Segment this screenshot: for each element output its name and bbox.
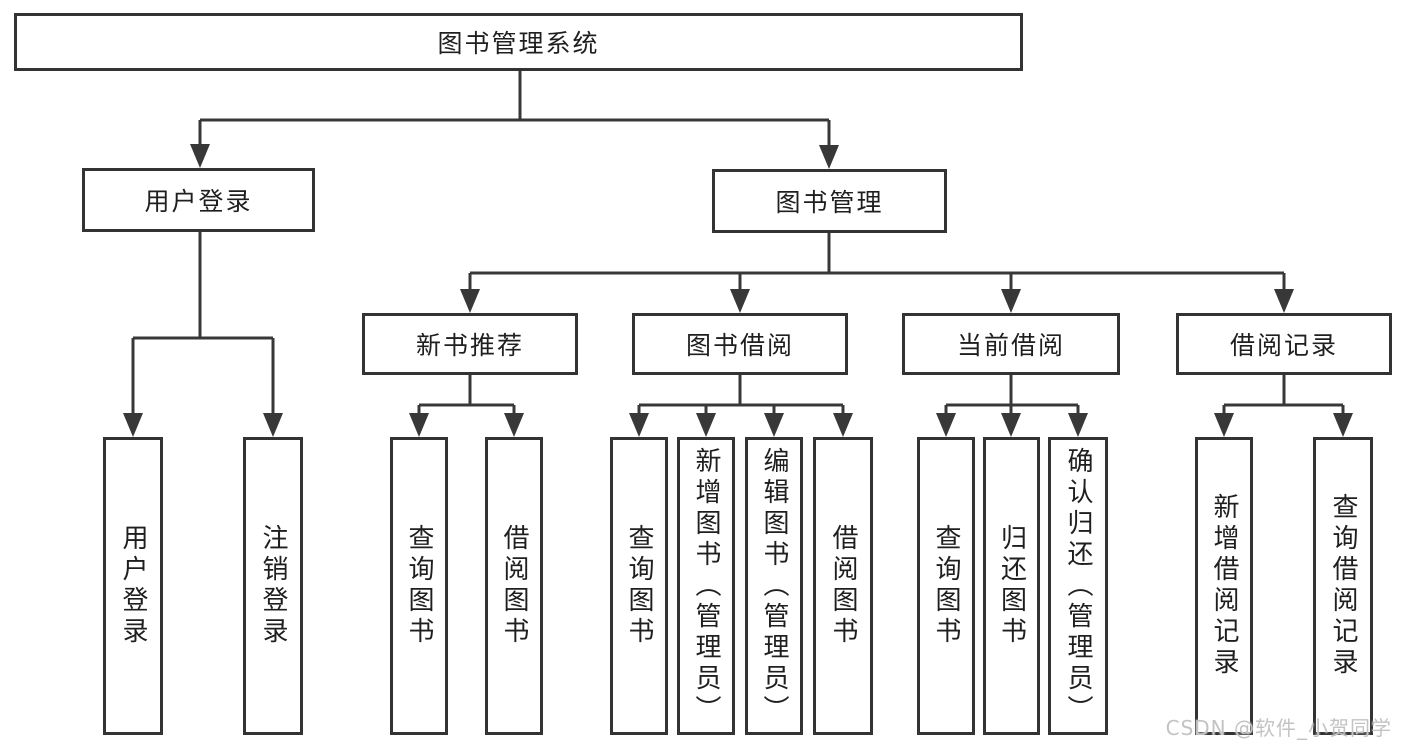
node-new-book-recommend-label: 新书推荐 xyxy=(415,331,524,360)
connector-book-management-children xyxy=(460,233,1294,313)
node-leaf-logout: 注销登录 xyxy=(243,437,303,735)
arrowhead xyxy=(1274,289,1294,313)
leaf-label: 注销登录 xyxy=(258,524,288,648)
node-new-book-recommend: 新书推荐 xyxy=(362,313,578,375)
node-user-login: 用户登录 xyxy=(82,168,315,232)
node-leaf-return-book: 归还图书 xyxy=(983,437,1040,735)
arrowhead xyxy=(1001,413,1021,437)
arrowhead xyxy=(504,413,524,437)
node-leaf-query-book-2: 查询图书 xyxy=(610,437,668,735)
node-leaf-borrow-book-2: 借阅图书 xyxy=(813,437,873,735)
arrowhead xyxy=(730,289,750,313)
node-leaf-user-login: 用户登录 xyxy=(103,437,163,735)
arrowhead xyxy=(833,413,853,437)
node-book-borrow: 图书借阅 xyxy=(632,313,848,375)
connector-root-to-level2 xyxy=(190,71,839,169)
node-current-borrow: 当前借阅 xyxy=(902,313,1120,375)
node-borrow-record-label: 借阅记录 xyxy=(1229,331,1338,360)
connector-current-borrow-children xyxy=(936,375,1088,437)
arrowhead xyxy=(1333,413,1353,437)
connector-borrow-record-children xyxy=(1214,375,1353,437)
arrowhead xyxy=(263,413,283,437)
arrowhead xyxy=(1068,413,1088,437)
leaf-label: 新增图书（管理员） xyxy=(691,446,721,726)
arrowhead xyxy=(696,413,716,437)
arrowhead xyxy=(409,413,429,437)
leaf-label: 查询图书 xyxy=(624,524,654,648)
arrowhead xyxy=(764,413,784,437)
arrowhead xyxy=(190,144,210,168)
arrowhead xyxy=(1001,289,1021,313)
arrowhead xyxy=(936,413,956,437)
leaf-label: 查询图书 xyxy=(931,524,961,648)
arrowhead xyxy=(1214,413,1234,437)
node-leaf-query-book-3: 查询图书 xyxy=(917,437,975,735)
leaf-label: 借阅图书 xyxy=(499,524,529,648)
node-leaf-borrow-book-1: 借阅图书 xyxy=(485,437,543,735)
node-leaf-query-borrow-record: 查询借阅记录 xyxy=(1313,437,1373,735)
csdn-watermark: CSDN @软件_小贺同学 xyxy=(1165,716,1392,740)
arrowhead xyxy=(629,413,649,437)
arrowhead xyxy=(819,145,839,169)
node-current-borrow-label: 当前借阅 xyxy=(956,331,1065,360)
leaf-label: 借阅图书 xyxy=(828,524,858,648)
leaf-label: 查询图书 xyxy=(404,524,434,648)
node-book-management-label: 图书管理 xyxy=(775,188,884,217)
arrowhead xyxy=(123,413,143,437)
node-leaf-query-book-1: 查询图书 xyxy=(390,437,448,735)
node-root: 图书管理系统 xyxy=(14,13,1023,71)
node-leaf-add-book-admin: 新增图书（管理员） xyxy=(677,437,735,735)
leaf-label: 确认归还（管理员） xyxy=(1063,446,1093,726)
leaf-label: 用户登录 xyxy=(118,524,148,648)
leaf-label: 查询借阅记录 xyxy=(1328,493,1358,679)
node-borrow-record: 借阅记录 xyxy=(1176,313,1392,375)
connector-user-login-children xyxy=(123,232,283,437)
arrowhead xyxy=(460,289,480,313)
node-book-borrow-label: 图书借阅 xyxy=(685,331,794,360)
connector-book-borrow-children xyxy=(629,375,853,437)
node-root-label: 图书管理系统 xyxy=(437,29,600,58)
node-leaf-edit-book-admin: 编辑图书（管理员） xyxy=(745,437,803,735)
node-user-login-label: 用户登录 xyxy=(144,187,253,216)
node-leaf-confirm-return-admin: 确认归还（管理员） xyxy=(1048,437,1108,735)
leaf-label: 编辑图书（管理员） xyxy=(759,446,789,726)
leaf-label: 归还图书 xyxy=(996,524,1027,648)
node-leaf-add-borrow-record: 新增借阅记录 xyxy=(1195,437,1253,735)
connector-new-book-children xyxy=(409,375,524,437)
leaf-label: 新增借阅记录 xyxy=(1209,493,1239,679)
node-book-management: 图书管理 xyxy=(712,169,947,233)
